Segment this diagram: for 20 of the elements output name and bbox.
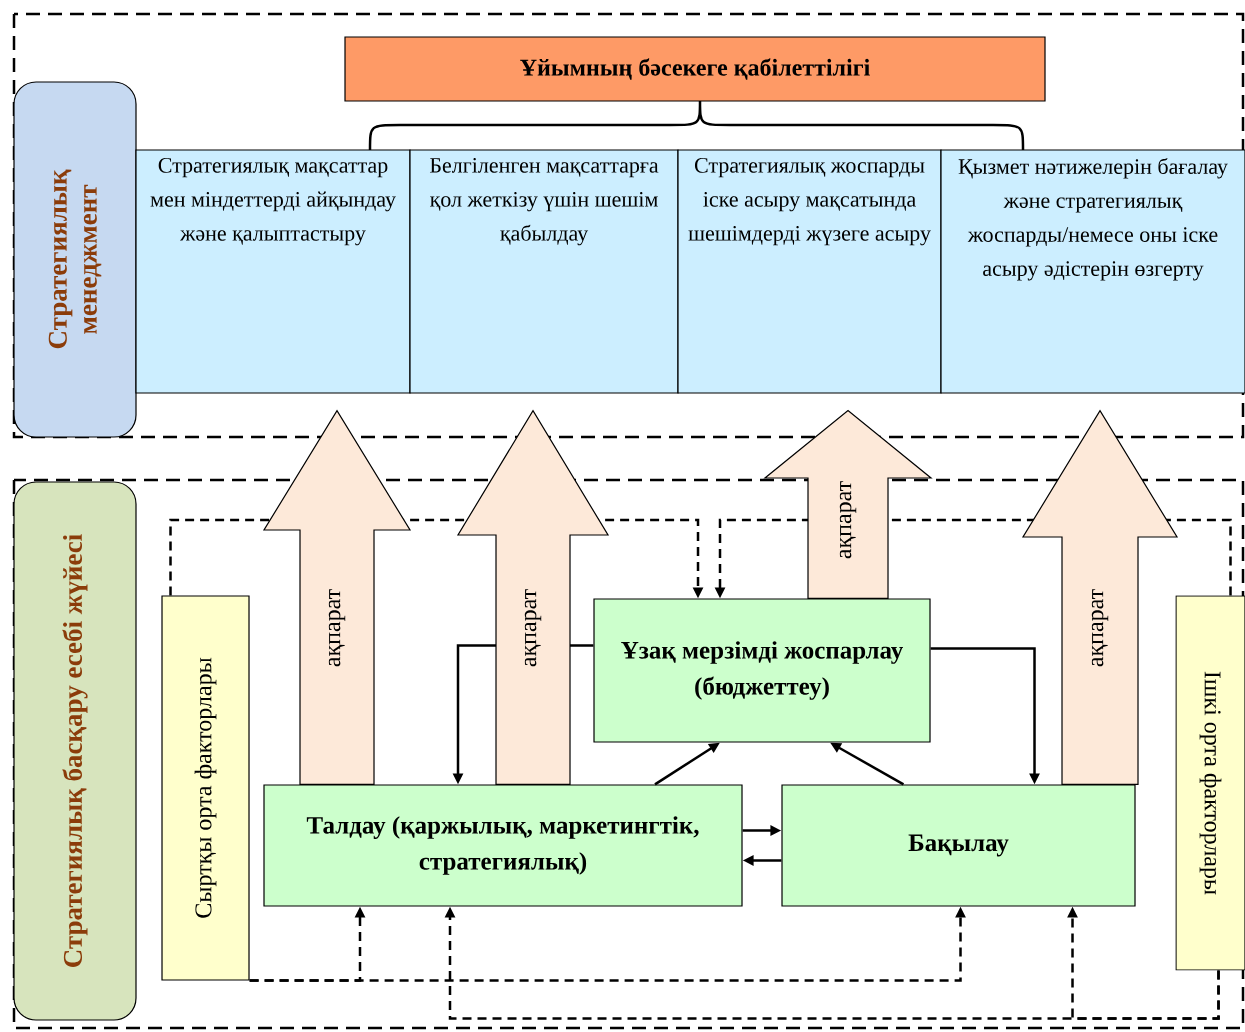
block-arrow xyxy=(262,409,412,785)
process-box: Талдау (қаржылық, маркетингтік, стратегиялық) xyxy=(263,784,743,907)
side-label-box: Стратегиялық менеджмент xyxy=(13,81,137,438)
stage-box: Стратегиялық мақсаттар мен міндеттерді айқындау және қалыптастыру xyxy=(135,149,411,394)
edge-label: ақпарат xyxy=(328,589,346,667)
stage-box: Қызмет нәтижелерін бағалау және стратегиялық жоспарды/немесе оны іске асыру әдістерін өзгерту xyxy=(940,149,1245,394)
factor-box: Сыртқы орта факторлары xyxy=(161,595,250,981)
stage-box: Белгіленген мақсаттарға қол жеткізу үшін шешім қабылдау xyxy=(409,149,679,394)
stage-box: Стратегиялық жоспарды іске асыру мақсатында шешімдерді жүзеге асыру xyxy=(677,149,942,394)
title-box: Ұйымның бәсекеге қабілеттілігі xyxy=(344,36,1046,102)
side-label-box: Стратегиялық басқару есебі жүйесі xyxy=(13,481,137,1021)
block-arrow xyxy=(763,409,933,599)
block-arrow xyxy=(1021,409,1179,785)
process-box: Бақылау xyxy=(781,784,1136,907)
process-box: Ұзақ мерзімді жоспарлау (бюджеттеу) xyxy=(593,598,931,743)
block-arrow xyxy=(456,409,610,785)
factor-box: Ішкі орта факторлары xyxy=(1175,595,1245,971)
edge-label: ақпарат xyxy=(839,481,857,559)
edge-label: ақпарат xyxy=(524,589,542,667)
edge-label: ақпарат xyxy=(1091,589,1109,667)
